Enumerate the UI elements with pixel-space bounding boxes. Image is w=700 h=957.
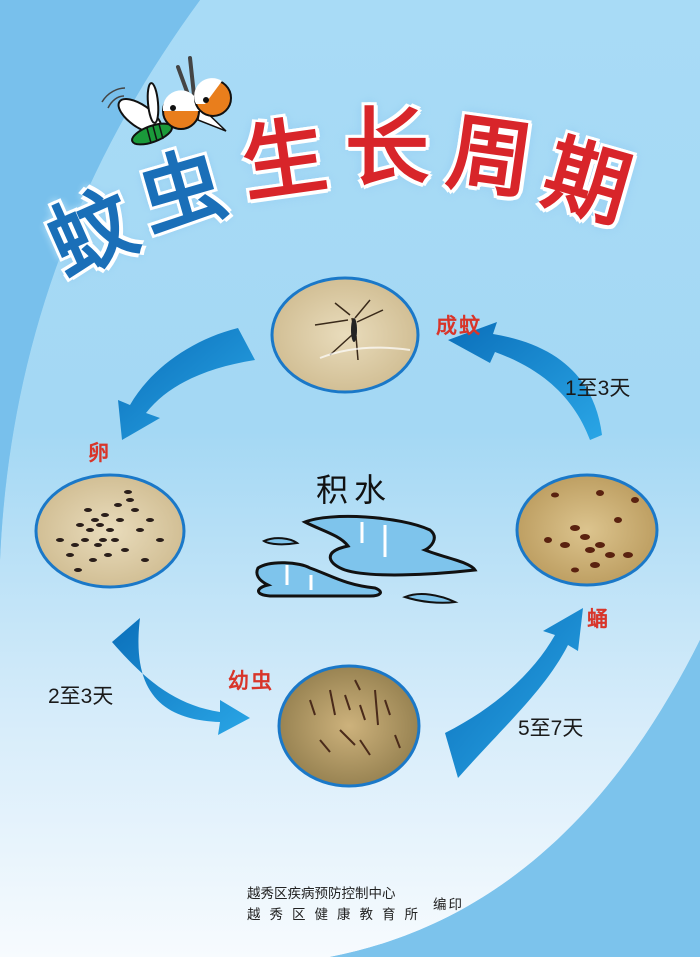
- publisher-suffix: 编印: [433, 897, 464, 913]
- title-char: 长: [345, 98, 430, 197]
- arrow-larva-to-pupa: [445, 608, 583, 778]
- cartoon-mosquito-icon: [101, 56, 232, 146]
- arrow-pupa-to-adult: [448, 322, 602, 440]
- stage-label-larva: 幼虫: [228, 669, 274, 693]
- stage-label-adult: 成蚊: [436, 314, 482, 338]
- title-char: 生: [235, 104, 333, 215]
- eggs-photo: [34, 473, 186, 589]
- title-char: 周: [441, 101, 539, 212]
- stage-label-pupa: 蛹: [587, 607, 610, 631]
- publisher-line-1: 越秀区疾病预防控制中心: [247, 886, 396, 902]
- arrow-egg-to-larva: [112, 618, 250, 735]
- adult-mosquito-photo: [270, 276, 420, 394]
- duration-larva-to-pupa: 5至7天: [518, 717, 584, 740]
- duration-pupa-to-adult: 1至3天: [565, 377, 631, 400]
- larvae-photo: [277, 664, 421, 788]
- arrow-adult-to-egg: [118, 328, 255, 440]
- water-puddle-icon: [255, 515, 478, 604]
- stage-label-egg: 卵: [88, 441, 111, 465]
- pupae-photo: [515, 473, 659, 587]
- duration-egg-to-larva: 2至3天: [48, 685, 114, 708]
- publisher-credit: 越秀区疾病预防控制中心 越秀区健康教育所: [247, 884, 427, 926]
- stagnant-water-label: 积水: [316, 471, 393, 509]
- publisher-line-2: 越秀区健康教育所: [247, 907, 427, 923]
